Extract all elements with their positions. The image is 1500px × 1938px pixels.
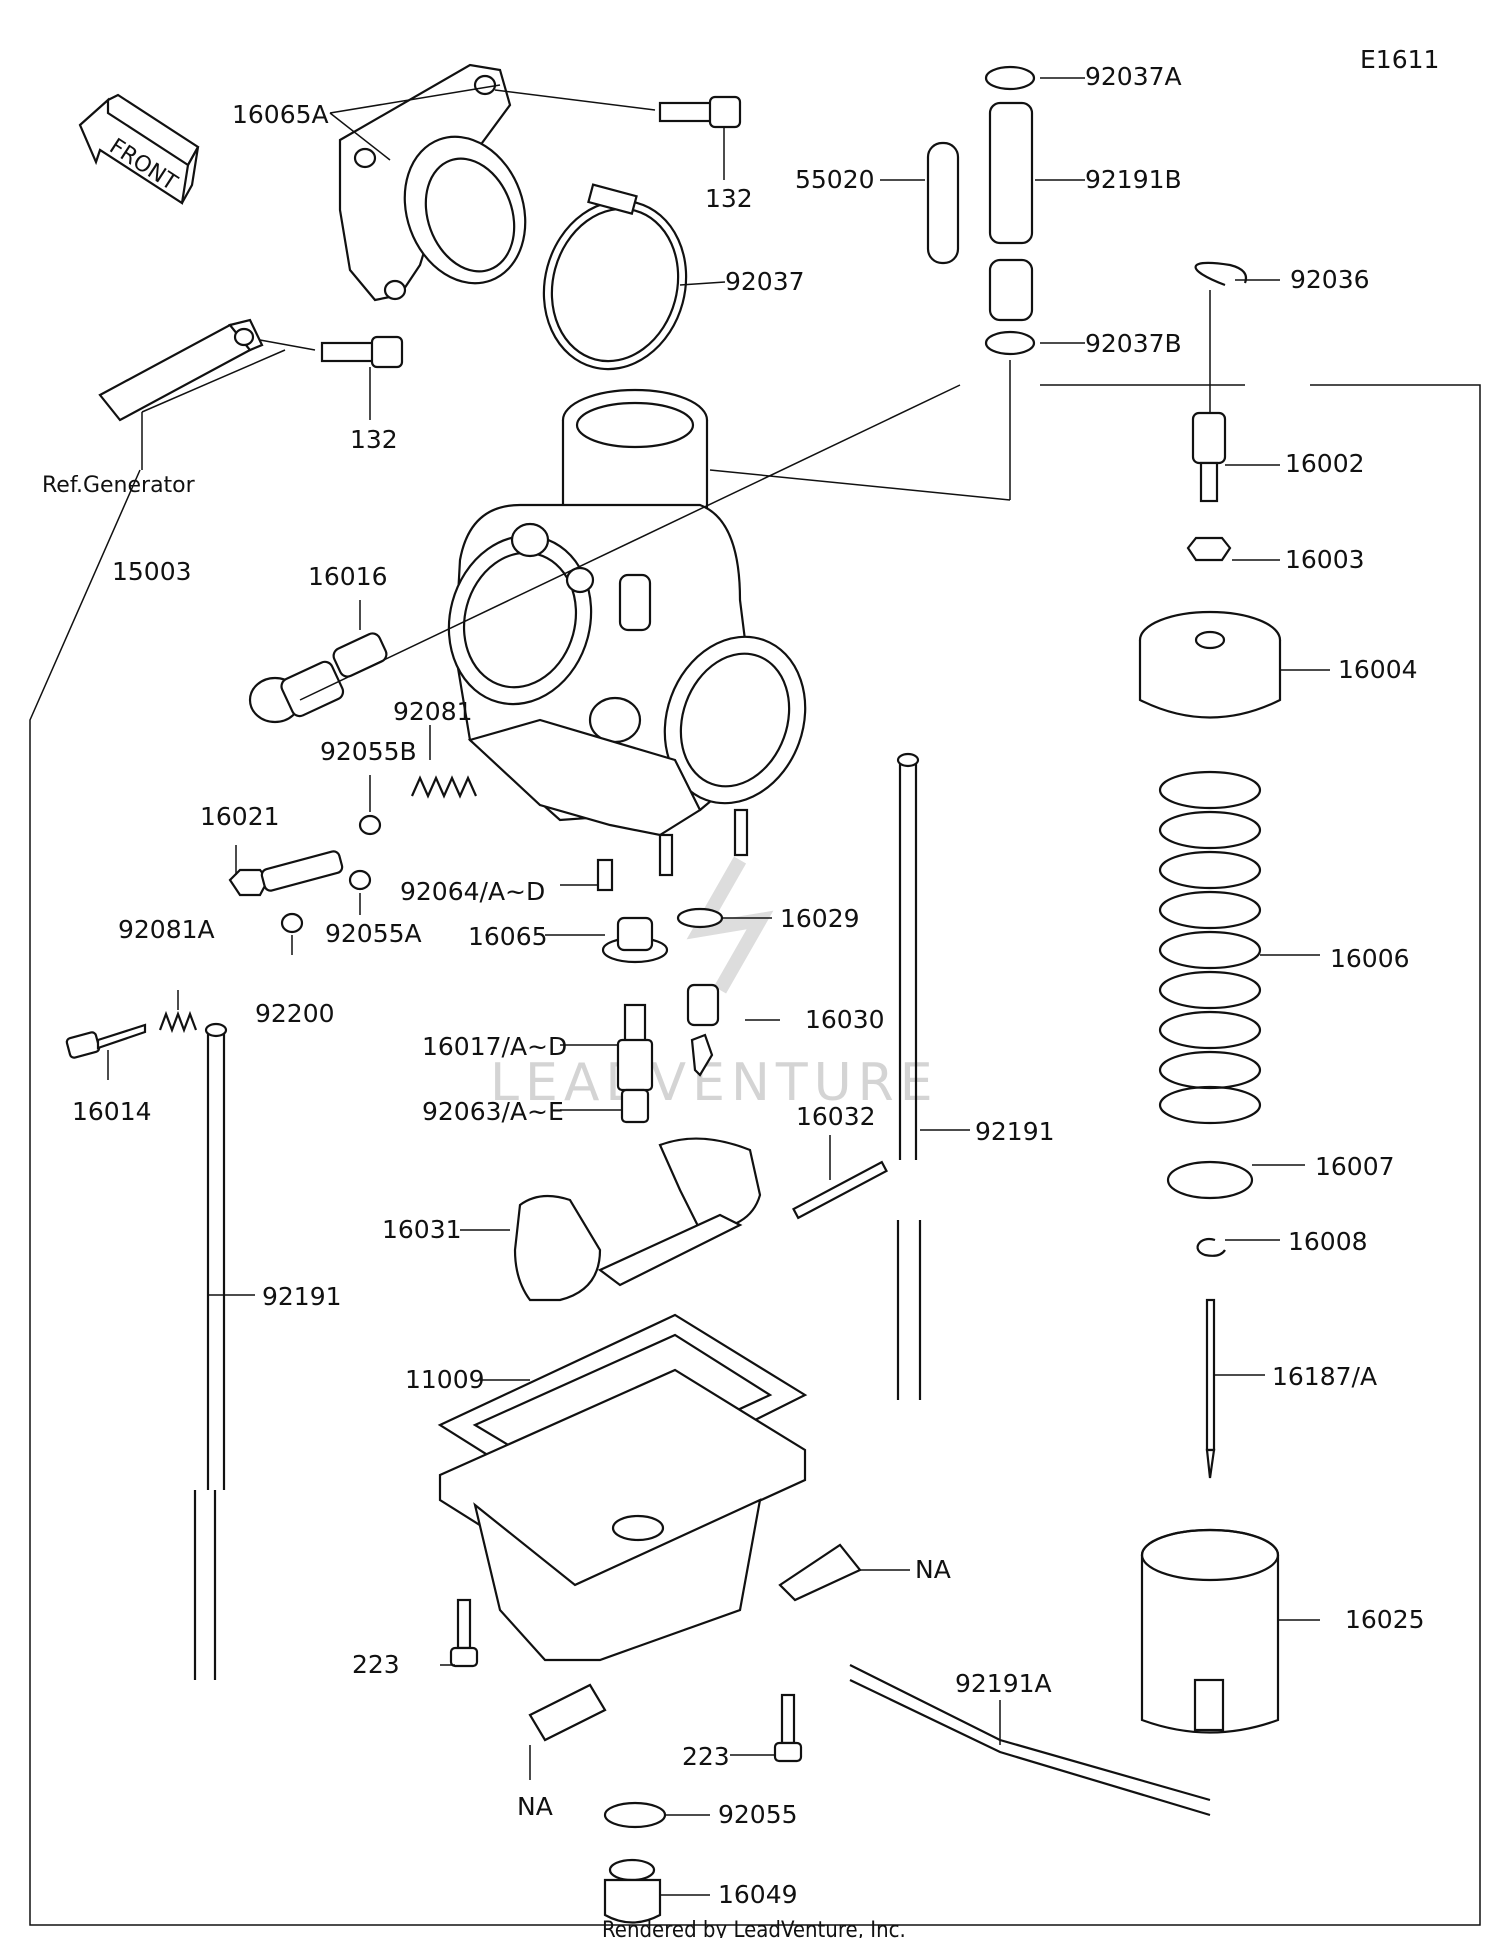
label-55020: 55020	[795, 165, 875, 194]
label-16065A: 16065A	[232, 100, 329, 129]
label-16025: 16025	[1345, 1605, 1425, 1634]
label-92037B: 92037B	[1085, 329, 1182, 358]
label-223-bottom: 223	[682, 1742, 730, 1771]
jet-92063	[620, 1088, 650, 1124]
label-92191-right: 92191	[975, 1117, 1055, 1146]
label-16003: 16003	[1285, 545, 1365, 574]
label-16032: 16032	[796, 1102, 876, 1131]
hose-92191-left	[193, 1022, 228, 1680]
label-92200: 92200	[255, 999, 335, 1028]
label-16187: 16187/A	[1272, 1362, 1377, 1391]
bolt-132-bottom	[320, 335, 404, 369]
tab-NA-right	[778, 1543, 862, 1602]
label-16021: 16021	[200, 802, 280, 831]
label-92055B: 92055B	[320, 737, 417, 766]
label-92036: 92036	[1290, 265, 1370, 294]
generator-bracket	[98, 318, 264, 422]
plate-16007	[1166, 1160, 1254, 1200]
label-92081: 92081	[393, 697, 473, 726]
label-NA-right: NA	[915, 1555, 951, 1584]
bolt-132-top	[658, 95, 742, 129]
screw-16014	[65, 1023, 147, 1059]
label-16004: 16004	[1338, 655, 1418, 684]
label-11009: 11009	[405, 1365, 485, 1394]
label-92063: 92063/A~E	[422, 1097, 564, 1126]
label-16014: 16014	[72, 1097, 152, 1126]
label-16030: 16030	[805, 1005, 885, 1034]
label-16031: 16031	[382, 1215, 462, 1244]
float-16031	[513, 1137, 762, 1302]
label-92037A: 92037A	[1085, 62, 1182, 91]
screw-16021	[228, 850, 344, 897]
label-92191A: 92191A	[955, 1669, 1052, 1698]
label-NA-bottom: NA	[517, 1792, 553, 1821]
label-15003: 15003	[112, 557, 192, 586]
spring-92081A	[158, 1010, 198, 1034]
label-132-top: 132	[705, 184, 753, 213]
watermark-text: LEADVENTURE	[490, 1053, 939, 1113]
diagram-code: E1611	[1360, 45, 1439, 74]
label-92064: 92064/A~D	[400, 877, 545, 906]
label-16029: 16029	[780, 904, 860, 933]
tab-NA-bottom	[528, 1683, 607, 1742]
jet-92064	[596, 858, 614, 892]
label-16006: 16006	[1330, 944, 1410, 973]
cap-16004	[1138, 610, 1282, 719]
label-92055: 92055	[718, 1800, 798, 1829]
hose-92191-right	[896, 752, 922, 1400]
label-92081A: 92081A	[118, 915, 215, 944]
intake-manifold	[338, 63, 527, 302]
float-valve-16030	[686, 983, 720, 1077]
needle-jet-16017	[616, 1003, 654, 1092]
vent-tubes	[926, 65, 1036, 356]
screw-223-bottom	[773, 1693, 803, 1763]
washer-92200	[280, 912, 304, 934]
needle-16187	[1205, 1298, 1216, 1479]
spring-16006	[1158, 770, 1262, 1125]
label-16017: 16017/A~D	[422, 1032, 567, 1061]
clip-92036	[1194, 261, 1248, 287]
spring-92081	[410, 775, 478, 799]
label-92037: 92037	[725, 267, 805, 296]
choke-plunger-16016	[248, 632, 388, 724]
label-92191-left: 92191	[262, 1282, 342, 1311]
front-arrow: FRONT	[78, 93, 200, 205]
label-16065: 16065	[468, 922, 548, 951]
holder-16065	[601, 916, 669, 964]
float-bowl	[438, 1368, 807, 1662]
label-16049: 16049	[718, 1880, 798, 1909]
label-16016: 16016	[308, 562, 388, 591]
carburetor-body	[447, 388, 807, 877]
ref-generator-label: Ref.Generator	[42, 473, 196, 498]
leader-lines	[29, 77, 1481, 1926]
oring-92055A	[348, 869, 372, 891]
screw-223-left	[449, 1598, 479, 1668]
watermark: LEADVENTURE	[490, 856, 939, 1113]
label-92191B: 92191B	[1085, 165, 1182, 194]
label-16008: 16008	[1288, 1227, 1368, 1256]
label-92055A: 92055A	[325, 919, 422, 948]
oring-92055	[603, 1801, 667, 1829]
label-132-bottom: 132	[350, 425, 398, 454]
label-16007: 16007	[1315, 1152, 1395, 1181]
clamp-92037	[542, 183, 688, 371]
adjuster-16002	[1191, 411, 1227, 503]
nut-16003	[1186, 536, 1232, 562]
part-labels: 16065A 132 132 92037 92037A 55020 92191B…	[42, 62, 1425, 1909]
footer-credit: Rendered by LeadVenture, Inc.	[602, 1918, 906, 1938]
pin-16032	[792, 1160, 888, 1220]
throttle-valve-16025	[1140, 1528, 1280, 1734]
oring-92055B	[358, 814, 382, 836]
washer-16029	[676, 907, 724, 929]
label-223-left: 223	[352, 1650, 400, 1679]
clip-16008	[1196, 1237, 1226, 1257]
drain-plug-16049	[603, 1858, 662, 1924]
label-16002: 16002	[1285, 449, 1365, 478]
